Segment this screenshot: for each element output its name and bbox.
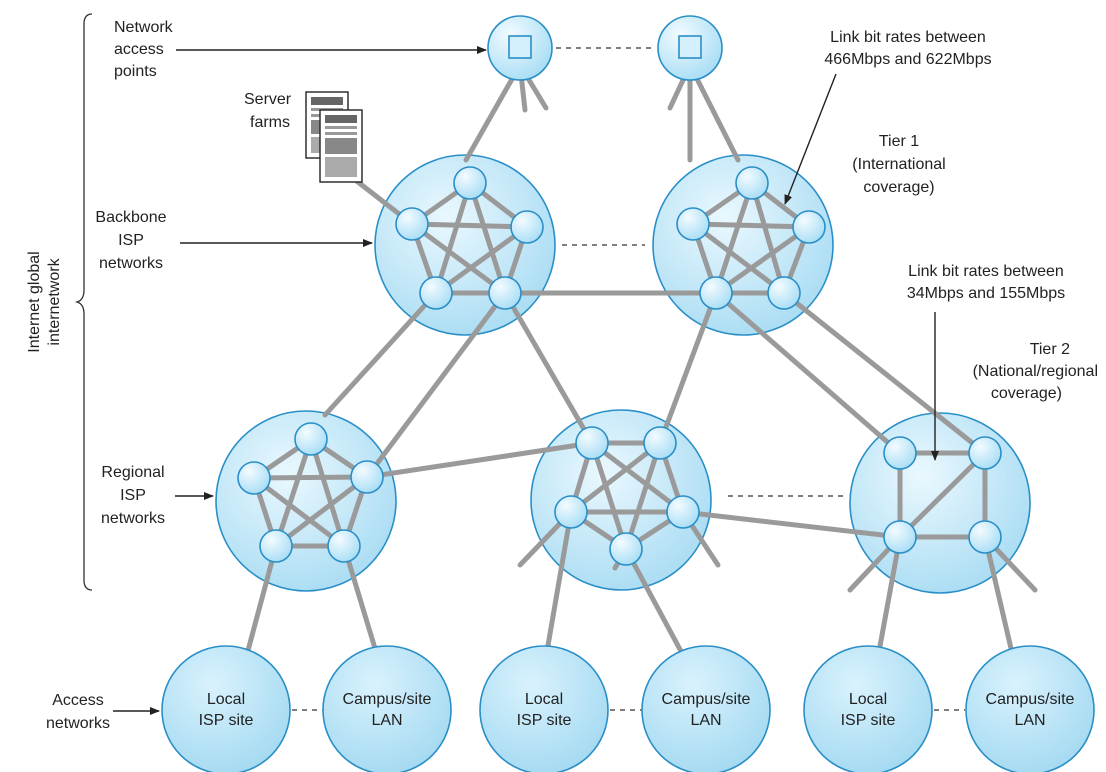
internet-global-line-2: internetwork: [46, 257, 63, 345]
tier2-rates-label: Link bit rates between 34Mbps and 155Mbp…: [907, 263, 1065, 461]
network-access-points-label: Network access points: [114, 19, 487, 80]
regional-cloud-3: [849, 412, 1031, 594]
tier1-line-2: (International: [852, 156, 945, 173]
tier1-rates-arrow: [784, 73, 837, 205]
backbone-label-line-2: ISP: [118, 232, 144, 249]
access-site-4-line-2: LAN: [690, 712, 721, 729]
tier1-rates-line-2: 466Mbps and 622Mbps: [824, 51, 991, 68]
tier1-label: Tier 1 (International coverage): [852, 133, 945, 196]
regional-label-line-1: Regional: [101, 464, 164, 481]
backbone-isp-label: Backbone ISP networks: [95, 209, 373, 272]
access-site-5-line-1: Local: [849, 691, 887, 708]
nap-node-2: [657, 15, 723, 81]
tier1-line-3: coverage): [863, 179, 934, 196]
nap-label-line-2: access: [114, 41, 164, 58]
access-label-line-1: Access: [52, 692, 104, 709]
server-farms-line-2: farms: [250, 114, 290, 131]
access-site-2-line-1: Campus/site: [343, 691, 432, 708]
access-site-3-line-1: Local: [525, 691, 563, 708]
tier1-rates-label: Link bit rates between 466Mbps and 622Mb…: [784, 29, 992, 205]
server-farms-label: Server farms: [244, 91, 292, 131]
access-site-4-line-1: Campus/site: [662, 691, 751, 708]
access-site-5: Local ISP site: [803, 645, 933, 772]
nap-label-line-1: Network: [114, 19, 174, 36]
backbone-label-line-3: networks: [99, 255, 163, 272]
backbone-label-line-1: Backbone: [95, 209, 166, 226]
tier2-label: Tier 2 (National/regional coverage): [973, 341, 1098, 402]
tier2-line-3: coverage): [991, 385, 1062, 402]
access-site-6: Campus/site LAN: [965, 645, 1095, 772]
regional-label-line-3: networks: [101, 510, 165, 527]
access-site-1-line-1: Local: [207, 691, 245, 708]
regional-label-line-2: ISP: [120, 487, 146, 504]
access-label-line-2: networks: [46, 715, 110, 732]
access-networks-label: Access networks: [46, 692, 160, 732]
access-site-3: Local ISP site: [479, 645, 609, 772]
access-site-4: Campus/site LAN: [641, 645, 771, 772]
access-site-3-line-2: ISP site: [517, 712, 572, 729]
access-site-1: Local ISP site: [161, 645, 291, 772]
tier2-line-1: Tier 2: [1030, 341, 1070, 358]
access-site-6-line-1: Campus/site: [986, 691, 1075, 708]
nap-node-1: [487, 15, 553, 81]
nap-label-line-3: points: [114, 63, 157, 80]
tier1-rates-line-1: Link bit rates between: [830, 29, 986, 46]
server-farm-icon: [305, 91, 363, 183]
access-site-2-line-2: LAN: [371, 712, 402, 729]
router-nodes: [237, 166, 1002, 566]
access-site-2: Campus/site LAN: [322, 645, 452, 772]
internet-global-label: Internet global internetwork: [26, 251, 63, 352]
internet-global-line-1: Internet global: [26, 251, 43, 352]
access-site-5-line-2: ISP site: [841, 712, 896, 729]
access-site-6-line-2: LAN: [1014, 712, 1045, 729]
dashed-connectors: [292, 47, 965, 711]
tier2-line-2: (National/regional: [973, 363, 1098, 380]
internetwork-brace: [74, 13, 93, 591]
tier1-line-1: Tier 1: [879, 133, 919, 150]
tier2-rates-line-2: 34Mbps and 155Mbps: [907, 285, 1065, 302]
regional-isp-label: Regional ISP networks: [101, 464, 214, 527]
tier2-rates-line-1: Link bit rates between: [908, 263, 1064, 280]
access-site-1-line-2: ISP site: [199, 712, 254, 729]
server-farms-line-1: Server: [244, 91, 292, 108]
